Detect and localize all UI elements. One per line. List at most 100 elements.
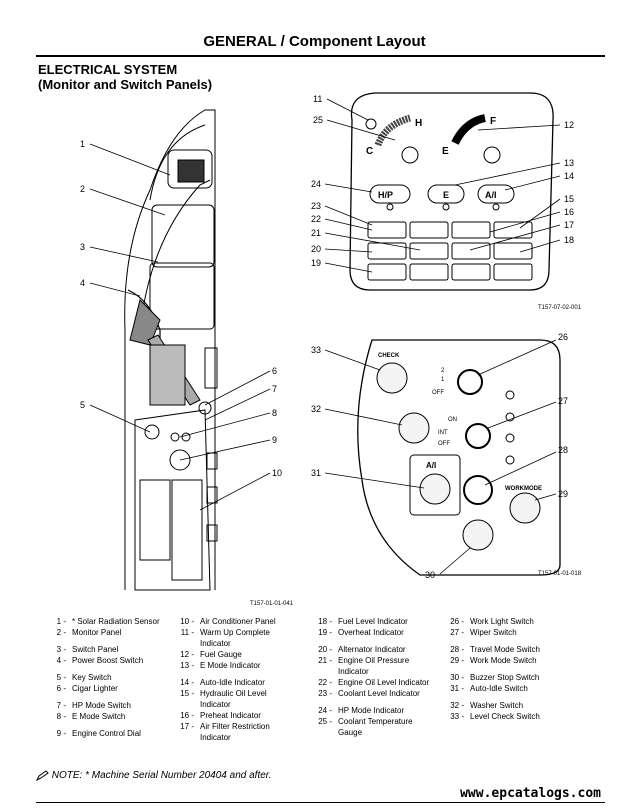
- callout-18: 18: [564, 235, 574, 245]
- legend-item: [310, 639, 429, 644]
- legend-item: 10 -Air Conditioner Panel: [172, 617, 275, 628]
- legend-number: [44, 695, 72, 700]
- legend-item: 13 -E Mode Indicator: [172, 661, 276, 672]
- legend-number: 28 -: [450, 644, 464, 654]
- workmode-label: WORKMODE: [505, 486, 542, 492]
- left-figure-code: T157-01-01-041: [250, 601, 294, 607]
- callout-28: 28: [558, 445, 568, 455]
- ai-indicator-label: A/I: [485, 190, 497, 200]
- legend-text: Overheat Indicator: [338, 628, 404, 638]
- section-title: ELECTRICAL SYSTEM: [38, 62, 178, 77]
- legend-number: [442, 667, 470, 672]
- callout-10: 10: [272, 468, 282, 478]
- legend-text: Travel Mode Switch: [470, 644, 540, 654]
- legend-item: 27 -Wiper Switch: [442, 628, 540, 639]
- legend-item: 15 -Hydraulic Oil Level Indicator: [172, 689, 276, 710]
- legend-number: 33 -: [450, 712, 464, 722]
- legend-item: 22 -Engine Oil Level Indicator: [310, 678, 429, 689]
- legend-text: Alternator Indicator: [338, 644, 406, 654]
- legend-number: 10 -: [180, 617, 194, 626]
- legend-number: 9 -: [56, 728, 66, 738]
- callout-31: 31: [311, 468, 321, 478]
- callout-17: 17: [564, 220, 574, 230]
- legend-number: 24 -: [318, 705, 332, 715]
- legend-text: HP Mode Switch: [72, 700, 131, 710]
- legend-text: Fuel Gauge: [200, 649, 242, 659]
- legend-number: 16 -: [180, 710, 194, 720]
- legend-text: Engine Control Dial: [72, 728, 141, 738]
- callout-23: 23: [311, 201, 321, 211]
- footer-site: www.epcatalogs.com: [460, 786, 601, 801]
- legend-number: 19 -: [318, 628, 332, 638]
- footer-rule: [36, 802, 605, 803]
- legend-number: [310, 639, 338, 644]
- legend-text: E Mode Switch: [72, 712, 126, 722]
- legend-number: 7 -: [56, 700, 66, 710]
- legend-number: 5 -: [56, 672, 66, 682]
- title-rule: [36, 55, 605, 57]
- legend-text: HP Mode Indicator: [338, 705, 405, 715]
- callout-21: 21: [311, 228, 321, 238]
- legend-number: 14 -: [180, 677, 194, 687]
- legend-item: [442, 639, 540, 644]
- monitor-callouts: 11 25 12 13 14 24 15 16 17 18 23 22 21 2…: [311, 94, 574, 268]
- note-pencil-icon: [35, 770, 49, 782]
- hp-indicator-label: H/P: [378, 190, 393, 200]
- callout-11: 11: [313, 94, 322, 104]
- callout-27: 27: [558, 396, 568, 406]
- callout-24: 24: [311, 179, 321, 189]
- legend-text: Hydraulic Oil Level Indicator: [200, 689, 267, 709]
- legend-item: 32 -Washer Switch: [442, 701, 540, 712]
- left-callouts: 1 2 3 4 5 6 7 8 9 10: [80, 139, 282, 478]
- legend-item: [442, 667, 540, 672]
- legend-number: [172, 672, 200, 677]
- legend-item: 7 - HP Mode Switch: [44, 701, 160, 712]
- temp-c-label: C: [366, 146, 373, 157]
- legend-number: 11 -: [180, 628, 194, 638]
- legend-item: 9 - Engine Control Dial: [44, 729, 160, 740]
- legend-number: 27 -: [450, 628, 464, 638]
- legend-item: 11 -Warm Up Complete Indicator: [172, 628, 276, 649]
- switch-figure-code: T157-01-01-018: [538, 571, 582, 577]
- legend-item: [44, 723, 160, 728]
- temp-h-label: H: [415, 118, 422, 129]
- callout-22: 22: [311, 214, 321, 224]
- callout-30: 30: [425, 570, 435, 580]
- legend-item: 17 -Air Filter Restriction Indicator: [172, 722, 276, 743]
- legend-text: Engine Oil Level Indicator: [338, 677, 430, 687]
- legend-number: 8 -: [56, 712, 66, 722]
- legend-text: Auto-Idle Indicator: [200, 677, 265, 687]
- legend-item: 5 - Key Switch: [44, 673, 160, 684]
- legend-text: Cigar Lighter: [72, 684, 118, 694]
- switch-leader-lines: [324, 339, 557, 575]
- legend-number: 6 -: [56, 684, 66, 694]
- legend-text: Key Switch: [72, 672, 112, 682]
- legend-number: 31 -: [450, 684, 464, 694]
- legend-number: [44, 639, 72, 644]
- legend-item: 25 -Coolant Temperature Gauge: [310, 717, 429, 738]
- legend-item: 2 -Monitor Panel: [44, 628, 160, 639]
- switch-callouts: 26 27 28 29 30 31 32 33: [311, 332, 568, 580]
- legend-item: 28 - Travel Mode Switch: [442, 645, 540, 656]
- section-subtitle: (Monitor and Switch Panels): [38, 77, 213, 92]
- legend-number: 29 -: [450, 656, 464, 666]
- cab-console-drawing: [124, 109, 218, 591]
- wiper-on-label: ON: [448, 417, 457, 423]
- legend-text: Power Boost Switch: [72, 656, 144, 666]
- callout-7: 7: [272, 384, 277, 394]
- legend-item: 8 - E Mode Switch: [44, 712, 160, 723]
- switch-panel-drawing: CHECK 2 1 OFF ON INT OFF A/I WORKMODE: [357, 339, 561, 576]
- callout-16: 16: [564, 207, 574, 217]
- legend-text: Coolant Temperature Gauge: [338, 717, 413, 737]
- callout-3: 3: [80, 242, 85, 252]
- callout-19: 19: [311, 258, 321, 268]
- wiper-int-label: INT: [438, 430, 448, 436]
- legend-text: Coolant Level Indicator: [338, 689, 420, 699]
- callout-29: 29: [558, 489, 568, 499]
- legend-number: 32 -: [450, 700, 464, 710]
- legend-number: [442, 695, 470, 700]
